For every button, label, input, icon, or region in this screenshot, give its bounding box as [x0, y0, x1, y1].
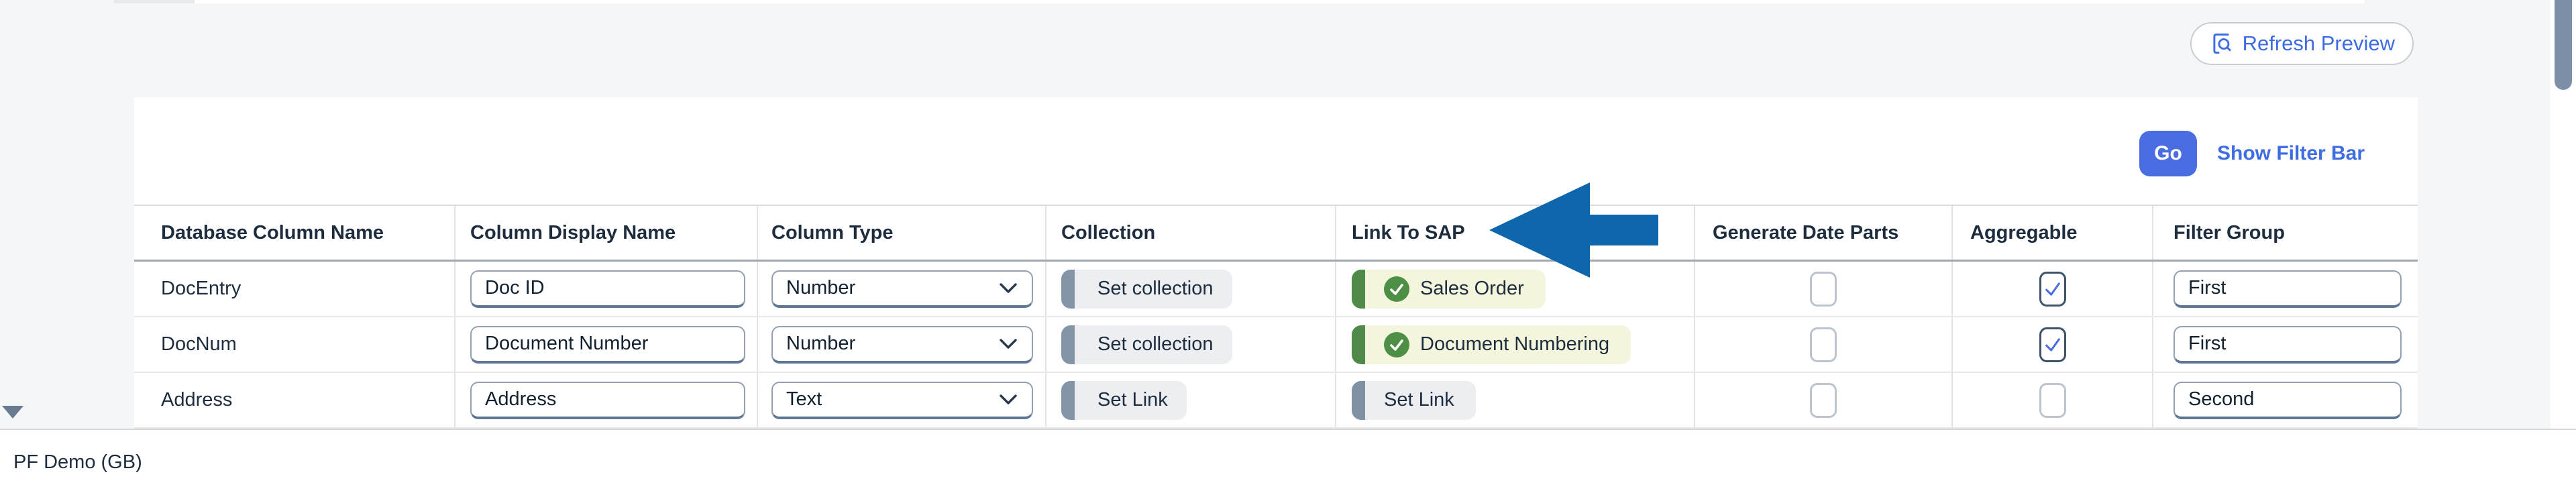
column-type-cell: Number [758, 317, 1046, 372]
db-column-name: DocNum [161, 333, 237, 355]
collection-cell: Set collection [1046, 317, 1336, 372]
set-collection-button[interactable]: Set collection [1061, 325, 1232, 364]
filter-group-cell [2153, 317, 2418, 372]
table-row: Address Text Set Link [134, 373, 2418, 429]
collection-cell: Set collection [1046, 262, 1336, 316]
column-type-select[interactable]: Number [771, 325, 1033, 364]
clipped-toolbar-strip-chip [114, 0, 195, 3]
link-to-sap-cell: Sales Order [1336, 262, 1695, 316]
set-collection-button[interactable]: Set Link [1061, 380, 1187, 420]
column-type-cell: Text [758, 373, 1046, 427]
column-type-select[interactable]: Number [771, 270, 1033, 308]
preview-refresh-icon [2212, 34, 2231, 54]
aggregable-checkbox[interactable] [2039, 271, 2066, 307]
link-to-sap-cell: Set Link [1336, 373, 1695, 427]
filter-group-input[interactable] [2174, 381, 2402, 419]
display-name-cell [455, 317, 758, 372]
aggregable-checkbox[interactable] [2039, 382, 2066, 418]
link-to-sap-cell: Document Numbering [1336, 317, 1695, 372]
check-circle-icon [1384, 331, 1409, 358]
db-column-name-cell: Address [134, 373, 455, 427]
company-name: PF Demo (GB) [13, 451, 142, 473]
go-button[interactable]: Go [2139, 131, 2197, 176]
show-filter-bar-link[interactable]: Show Filter Bar [2217, 142, 2365, 164]
column-type-value: Number [786, 333, 856, 354]
column-header-link-to-sap: Link To SAP [1336, 206, 1695, 260]
column-header-filter-group: Filter Group [2174, 221, 2285, 243]
generate-date-parts-checkbox[interactable] [1810, 382, 1837, 418]
filter-group-input[interactable] [2174, 270, 2402, 308]
clipped-toolbar-strip-white [195, 0, 2365, 3]
db-column-name: Address [161, 389, 233, 410]
display-name-input[interactable] [470, 270, 745, 308]
filter-group-cell [2153, 262, 2418, 316]
chevron-down-icon [1000, 394, 1017, 404]
table-body: DocEntry Number Set collection [134, 262, 2418, 429]
chevron-down-icon [1000, 283, 1017, 293]
scrollbar-thumb[interactable] [2555, 0, 2572, 90]
refresh-preview-button[interactable]: Refresh Preview [2190, 22, 2414, 65]
scroll-down-arrow-icon[interactable] [2, 406, 23, 419]
status-footer: PF Demo (GB) [0, 429, 2576, 493]
column-header-column-type: Column Type [758, 206, 1046, 260]
clipped-toolbar-strip [0, 0, 2576, 3]
generate-date-parts-cell [1695, 317, 1953, 372]
filter-group-cell [2153, 373, 2418, 427]
vertical-scrollbar[interactable] [2551, 0, 2576, 429]
db-column-name: DocEntry [161, 278, 241, 299]
display-name-cell [455, 262, 758, 316]
column-header-generate-date-parts: Generate Date Parts [1695, 206, 1953, 260]
sap-link-label: Set Link [1384, 389, 1454, 410]
sap-link-badge[interactable]: Document Numbering [1352, 325, 1631, 364]
refresh-preview-label: Refresh Preview [2242, 32, 2395, 55]
column-header-aggregable: Aggregable [1953, 206, 2153, 260]
set-collection-button[interactable]: Set collection [1061, 269, 1232, 309]
aggregable-cell [1953, 317, 2153, 372]
check-circle-icon [1384, 276, 1409, 302]
table-row: DocNum Number Set collection [134, 317, 2418, 373]
set-link-button[interactable]: Set Link [1352, 380, 1476, 420]
generate-date-parts-checkbox[interactable] [1810, 327, 1837, 362]
aggregable-cell [1953, 373, 2153, 427]
generate-date-parts-checkbox[interactable] [1810, 271, 1837, 307]
display-name-input[interactable] [470, 381, 745, 419]
column-type-cell: Number [758, 262, 1046, 316]
column-type-value: Text [786, 388, 822, 410]
preview-table-panel: Go Show Filter Bar Database Column Name … [134, 97, 2418, 429]
column-header-column-display-name: Column Display Name [455, 206, 758, 260]
display-name-cell [455, 373, 758, 427]
filter-group-input[interactable] [2174, 325, 2402, 364]
column-type-value: Number [786, 277, 856, 298]
column-type-select[interactable]: Text [771, 381, 1033, 419]
sap-link-label: Sales Order [1420, 278, 1524, 299]
generate-date-parts-cell [1695, 262, 1953, 316]
chevron-down-icon [1000, 339, 1017, 349]
display-name-input[interactable] [470, 325, 745, 364]
generate-date-parts-cell [1695, 373, 1953, 427]
table-header-row: Database Column Name Column Display Name… [134, 205, 2418, 262]
db-column-name-cell: DocEntry [134, 262, 455, 316]
sap-link-badge[interactable]: Sales Order [1352, 269, 1546, 309]
sap-link-label: Document Numbering [1420, 333, 1610, 355]
aggregable-checkbox[interactable] [2039, 327, 2066, 362]
checkmark-icon [2045, 337, 2060, 351]
column-header-collection: Collection [1046, 206, 1336, 260]
aggregable-cell [1953, 262, 2153, 316]
table-row: DocEntry Number Set collection [134, 262, 2418, 317]
column-header-database-column-name: Database Column Name [134, 206, 455, 260]
db-column-name-cell: DocNum [134, 317, 455, 372]
checkmark-icon [2045, 282, 2060, 296]
collection-cell: Set Link [1046, 373, 1336, 427]
